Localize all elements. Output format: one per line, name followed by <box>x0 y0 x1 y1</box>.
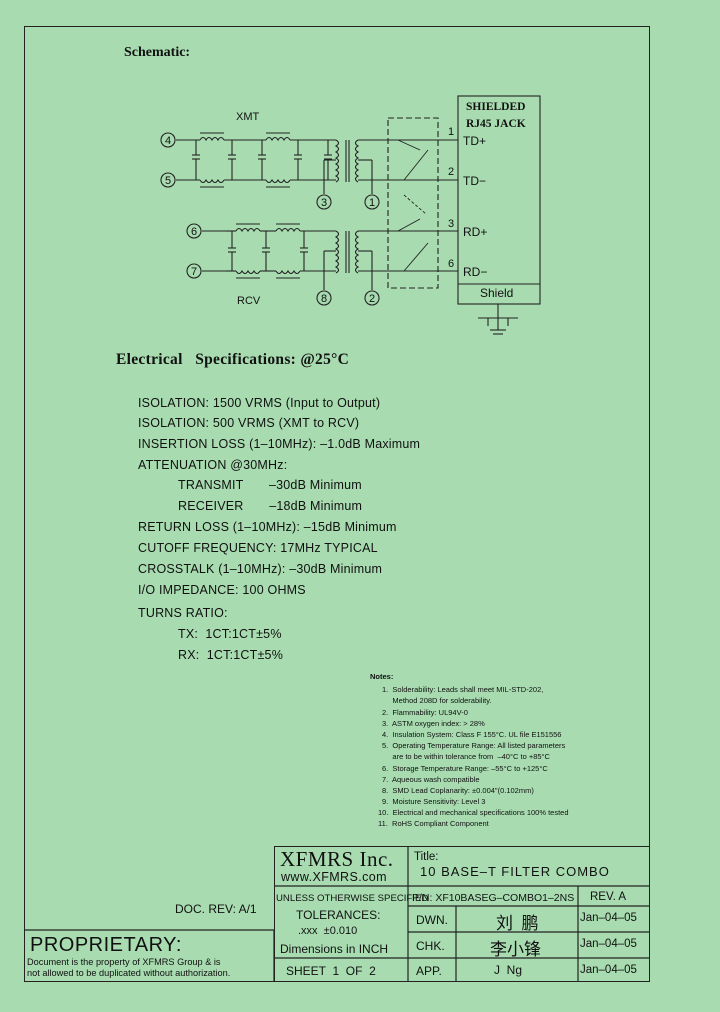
pin-2-circle <box>364 290 380 306</box>
pin-3-label: 3 <box>321 197 327 209</box>
company-name: XFMRS Inc. <box>280 847 394 871</box>
jack-title-line-2: RJ45 JACK <box>466 118 526 130</box>
note-item: 8. SMD Lead Coplanarity: ±0.004"(0.102mm… <box>382 786 534 795</box>
company-website: www.XFMRS.com <box>281 870 387 884</box>
spec-turns-ratio: TURNS RATIO: <box>138 606 228 620</box>
jack-pin-6: 6 <box>448 258 454 270</box>
pin-2-label: 2 <box>369 293 375 305</box>
note-item: 5. Operating Temperature Range: All list… <box>382 741 566 750</box>
electrical-heading: Electrical Specifications: @25°C <box>116 351 350 368</box>
notes-heading: Notes: <box>370 672 394 681</box>
td-minus-label: TD− <box>463 174 486 188</box>
title-label: Title: <box>414 851 439 863</box>
unless-specified: UNLESS OTHERWISE SPECIFIED <box>276 893 429 904</box>
jack-title-line-1: SHIELDED <box>466 101 525 113</box>
dimensions-unit: Dimensions in INCH <box>280 942 389 956</box>
rcv-label: RCV <box>237 295 261 307</box>
jack-pin-3: 3 <box>448 218 454 230</box>
note-item: 7. Aqueous wash compatible <box>382 775 480 784</box>
note-item: Method 208D for solderability. <box>382 696 492 705</box>
spec-insertion-loss: INSERTION LOSS (1–10MHz): –1.0dB Maximum <box>138 437 421 451</box>
app-name: J Ng <box>494 963 523 977</box>
spec-rx-ratio: RX: 1CT:1CT±5% <box>178 648 284 662</box>
tolerances-label: TOLERANCES: <box>296 908 381 922</box>
proprietary-line-1: Document is the property of XFMRS Group … <box>27 957 221 967</box>
td-plus-label: TD+ <box>463 134 486 148</box>
dwn-date: Jan–04–05 <box>580 912 637 924</box>
schematic-title: Schematic: <box>124 45 191 60</box>
jack-pin-1: 1 <box>448 126 454 138</box>
note-item: 3. ASTM oxygen index: > 28% <box>382 719 485 728</box>
spec-crosstalk: CROSSTALK (1–10MHz): –30dB Minimum <box>138 562 383 576</box>
note-item: 2. Flammability: UL94V-0 <box>382 708 468 717</box>
xmt-filter-network <box>176 132 440 194</box>
pin-1-circle <box>364 194 380 210</box>
dashed-protection-box <box>387 117 439 289</box>
pin-7-label: 7 <box>191 266 197 278</box>
proprietary-line-2: not allowed to be duplicated without aut… <box>27 968 231 978</box>
note-item: 4. Insulation System: Class F 155°C. UL … <box>382 730 562 739</box>
spec-isolation-1: ISOLATION: 1500 VRMS (Input to Output) <box>138 396 381 410</box>
revision: REV. A <box>590 891 627 903</box>
chk-date: Jan–04–05 <box>580 938 637 950</box>
pin-4-label: 4 <box>165 135 171 147</box>
pin-8-label: 8 <box>321 293 327 305</box>
doc-revision: DOC. REV: A/1 <box>175 902 257 916</box>
note-item: are to be within tolerance from –40°C to… <box>382 752 550 761</box>
rj45-jack-box <box>457 95 541 305</box>
note-item: 11. RoHS Compliant Component <box>378 819 489 828</box>
note-item: 1. Solderability: Leads shall meet MIL-S… <box>382 685 544 694</box>
pin-1-label: 1 <box>369 197 375 209</box>
sheet-number: SHEET 1 OF 2 <box>286 964 376 978</box>
schematic-diagram: 4 5 6 7 3 1 8 2 XMT RCV 1 2 3 6 TD+ TD− … <box>160 95 541 335</box>
pin-5-circle <box>160 172 176 188</box>
dwn-label: DWN. <box>416 913 448 927</box>
title-block <box>274 846 650 982</box>
proprietary-heading: PROPRIETARY: <box>30 934 182 956</box>
pin-6-circle <box>186 223 202 239</box>
spec-cutoff: CUTOFF FREQUENCY: 17MHz TYPICAL <box>138 541 378 555</box>
part-number: P/N: XF10BASEG–COMBO1–2NS <box>412 892 575 904</box>
spec-tx-ratio: TX: 1CT:1CT±5% <box>178 627 282 641</box>
note-item: 9. Moisture Sensitivity: Level 3 <box>382 797 486 806</box>
pin-8-circle <box>316 290 332 306</box>
spec-isolation-2: ISOLATION: 500 VRMS (XMT to RCV) <box>138 416 360 430</box>
rd-minus-label: RD− <box>463 265 487 279</box>
spec-receiver: RECEIVER –18dB Minimum <box>178 499 363 513</box>
pin-4-circle <box>160 132 176 148</box>
xmt-label: XMT <box>236 111 260 123</box>
pin-7-circle <box>186 263 202 279</box>
pin-5-label: 5 <box>165 175 171 187</box>
note-item: 10. Electrical and mechanical specificat… <box>378 808 569 817</box>
jack-pin-2: 2 <box>448 166 454 178</box>
app-label: APP. <box>416 964 442 978</box>
spec-return-loss: RETURN LOSS (1–10MHz): –15dB Minimum <box>138 520 397 534</box>
tolerance-value: .xxx ±0.010 <box>298 925 358 937</box>
dwn-name: 刘 鹏 <box>496 914 539 933</box>
note-item: 6. Storage Temperature Range: –55°C to +… <box>382 764 548 773</box>
spec-transmit: TRANSMIT –30dB Minimum <box>178 478 362 492</box>
spec-attenuation: ATTENUATION @30MHz: <box>138 458 288 472</box>
app-date: Jan–04–05 <box>580 964 637 976</box>
chk-name: 李小锋 <box>490 940 541 959</box>
chk-label: CHK. <box>416 939 445 953</box>
spec-impedance: I/O IMPEDANCE: 100 OHMS <box>138 583 306 597</box>
pin-6-label: 6 <box>191 226 197 238</box>
shield-label: Shield <box>480 286 513 300</box>
rd-plus-label: RD+ <box>463 225 487 239</box>
part-title: 10 BASE–T FILTER COMBO <box>420 864 610 879</box>
rcv-filter-network <box>202 223 440 290</box>
pin-3-circle <box>316 194 332 210</box>
